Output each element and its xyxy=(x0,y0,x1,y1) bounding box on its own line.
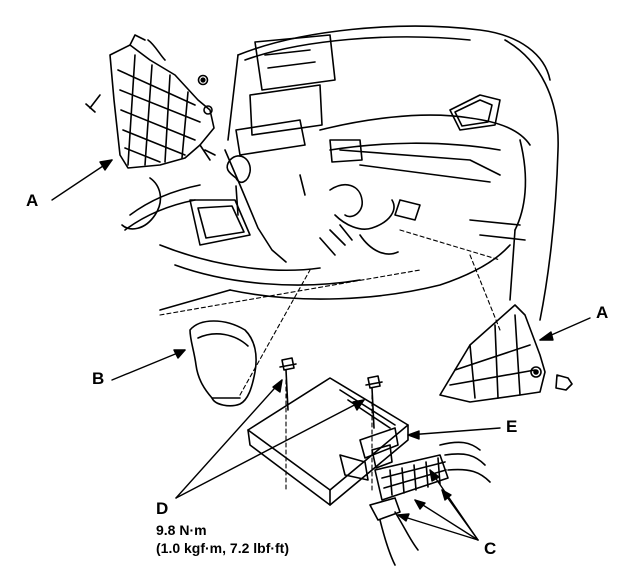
torque-specification: 9.8 N·m (1.0 kgf·m, 7.2 lbf·ft) xyxy=(156,522,289,557)
callout-label-b: B xyxy=(92,369,105,388)
mounting-bolts xyxy=(279,357,383,429)
torque-imperial: (1.0 kgf·m, 7.2 lbf·ft) xyxy=(156,539,290,556)
dashboard-outline xyxy=(227,25,559,321)
callout-label-a-left: A xyxy=(26,191,39,210)
wiring-harness xyxy=(299,174,421,256)
harness-connectors xyxy=(369,441,491,566)
left-side-cover xyxy=(85,34,216,169)
callout-label-d: D xyxy=(156,499,169,518)
torque-metric: 9.8 N·m xyxy=(156,522,207,538)
callout-label-a-right: A xyxy=(596,303,609,322)
callout-label-e: E xyxy=(506,417,518,436)
leader-lines xyxy=(51,159,591,541)
control-unit xyxy=(247,377,409,506)
right-side-cover xyxy=(439,304,573,403)
center-console xyxy=(121,149,511,311)
callout-label-c: C xyxy=(484,539,497,558)
knee-bolster xyxy=(189,320,257,407)
guide-lines xyxy=(159,229,501,491)
